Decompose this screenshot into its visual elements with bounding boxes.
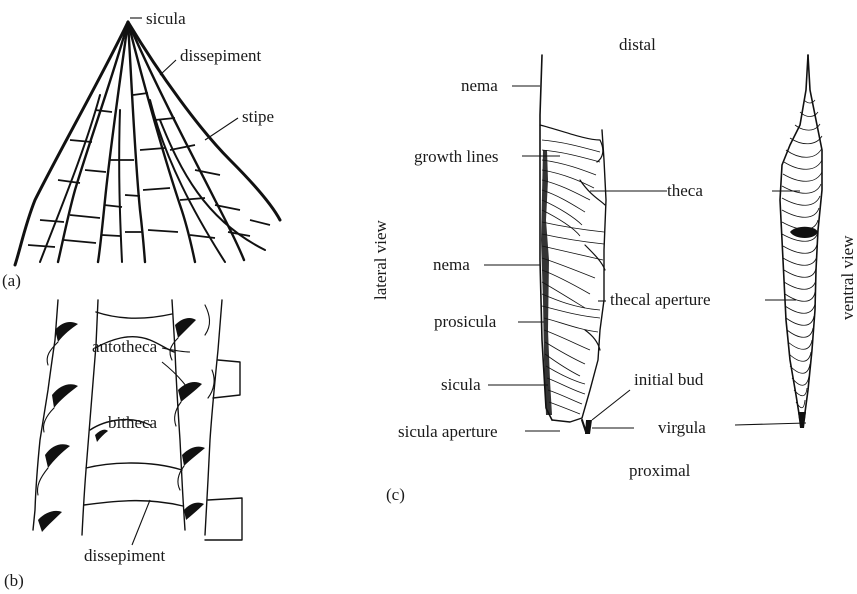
panel-tag-b: (b)	[4, 571, 24, 590]
autotheca-leader	[162, 348, 190, 352]
stipe-leader-a	[205, 118, 238, 140]
label-bitheca: bitheca	[108, 413, 158, 432]
label-stipe-a: stipe	[242, 107, 274, 126]
panel-tag-a: (a)	[2, 271, 21, 290]
label-nema-mid: nema	[433, 255, 470, 274]
label-nema-top: nema	[461, 76, 498, 95]
virgula-leader-right	[735, 423, 806, 425]
label-virgula: virgula	[658, 418, 706, 437]
autotheca-leader-2	[162, 362, 186, 386]
label-dissepiment-a: dissepiment	[180, 46, 261, 65]
panel-c: distal nema growth lines theca nema pros…	[371, 35, 857, 504]
label-sicula-a: sicula	[146, 9, 186, 28]
label-initial-bud: initial bud	[634, 370, 704, 389]
dissepiment-leader-b	[132, 500, 150, 545]
label-sicula-c: sicula	[441, 375, 481, 394]
label-dissepiment-b: dissepiment	[84, 546, 165, 565]
initial-bud-leader	[592, 390, 630, 420]
label-proximal: proximal	[629, 461, 691, 480]
label-distal: distal	[619, 35, 656, 54]
panel-b: autotheca bitheca dissepiment (b)	[4, 300, 242, 590]
label-theca: theca	[667, 181, 703, 200]
lateral-colony-drawing	[540, 55, 606, 434]
label-sicula-aperture: sicula aperture	[398, 422, 498, 441]
label-growth-lines: growth lines	[414, 147, 499, 166]
label-ventral-view: ventral view	[838, 235, 857, 320]
ventral-colony-drawing	[780, 55, 822, 428]
label-autotheca: autotheca	[92, 337, 158, 356]
dissepiment-leader-a	[160, 60, 176, 75]
panel-tag-c: (c)	[386, 485, 405, 504]
panel-a: sicula dissepiment stipe (a)	[2, 9, 280, 290]
label-prosicula: prosicula	[434, 312, 497, 331]
label-thecal-aperture: thecal aperture	[610, 290, 711, 309]
label-lateral-view: lateral view	[371, 220, 390, 300]
